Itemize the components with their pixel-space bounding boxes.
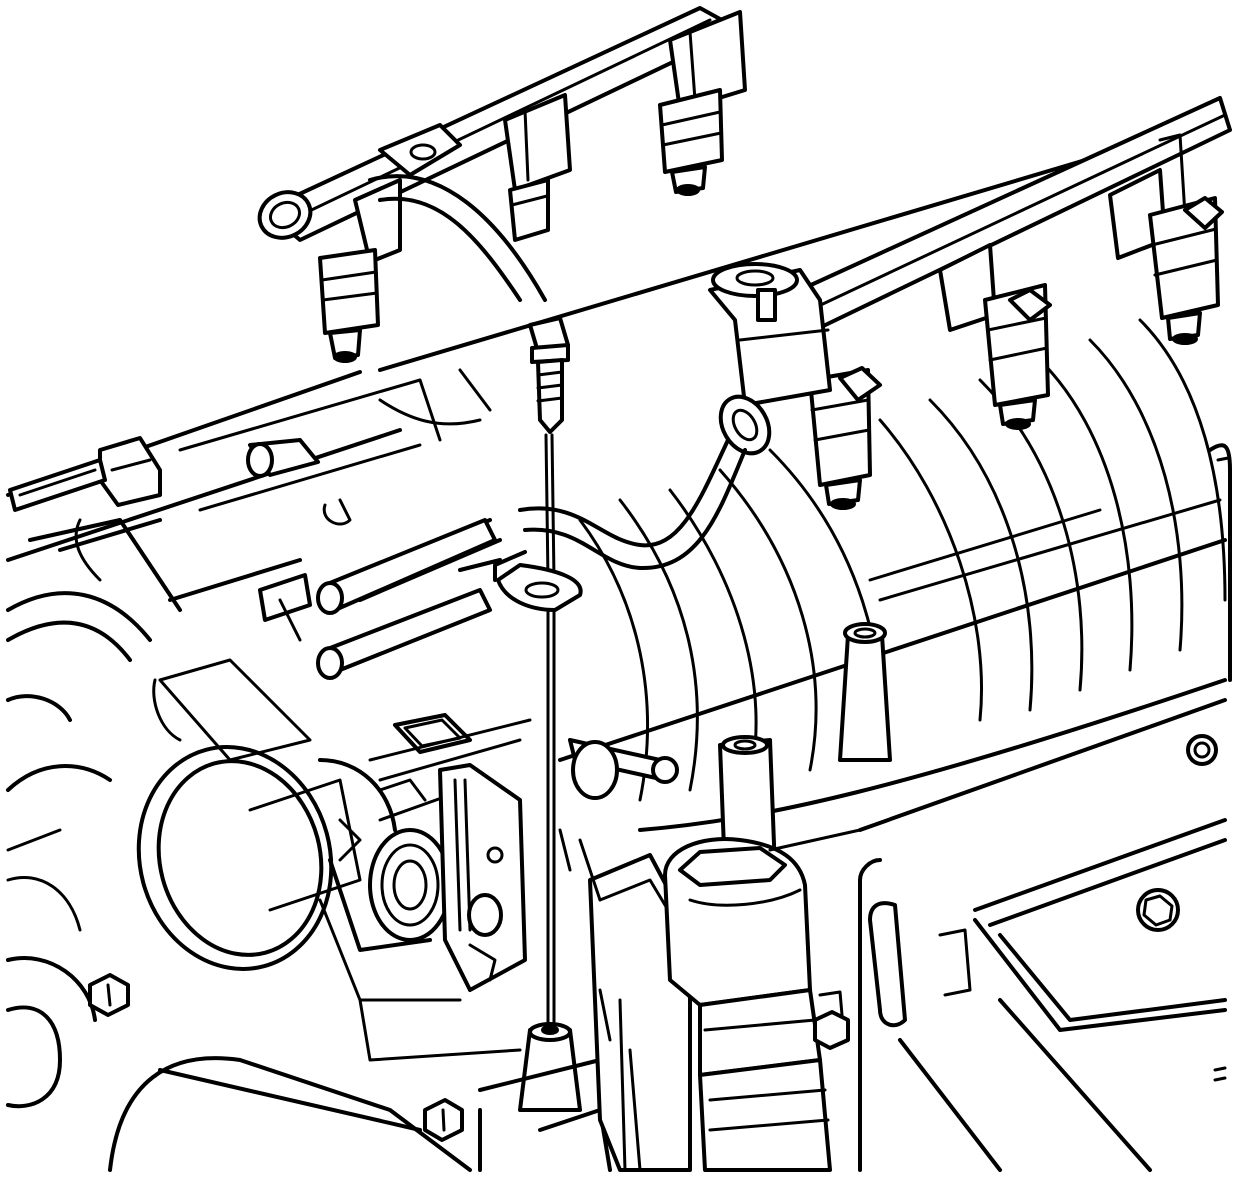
fuel-pressure-regulator <box>708 262 832 407</box>
fuel-rail-left <box>257 6 747 264</box>
valve-cover-bolt <box>1136 888 1180 932</box>
intake-manifold <box>6 368 492 792</box>
fuel-feed-line <box>368 174 547 302</box>
hex-bolt <box>813 990 850 1050</box>
throttle-position-sensor <box>438 740 619 992</box>
mounting-stud <box>478 1022 612 1172</box>
fuel-injector <box>1148 196 1224 345</box>
throttle-body <box>136 658 452 971</box>
rail-bracket <box>493 550 583 612</box>
mounting-bolt <box>528 316 570 434</box>
fuel-injector <box>508 178 550 242</box>
coil-bracket <box>663 837 832 1172</box>
intake-manifold <box>858 818 1227 1172</box>
vacuum-hoses <box>246 438 679 784</box>
intake-manifold <box>318 828 862 1172</box>
hex-bolt <box>423 1098 464 1142</box>
intake-manifold <box>6 828 472 1172</box>
fuel-injector <box>808 366 882 510</box>
intake-manifold <box>368 713 532 782</box>
fuel-injector <box>658 88 724 196</box>
hex-bolt <box>88 973 130 1017</box>
fuel-injector <box>983 283 1052 430</box>
fuel-injector <box>318 248 380 363</box>
bolt-alignment-line <box>544 433 556 1042</box>
intake-manifold <box>6 118 1232 832</box>
sensor-connector <box>8 436 162 512</box>
